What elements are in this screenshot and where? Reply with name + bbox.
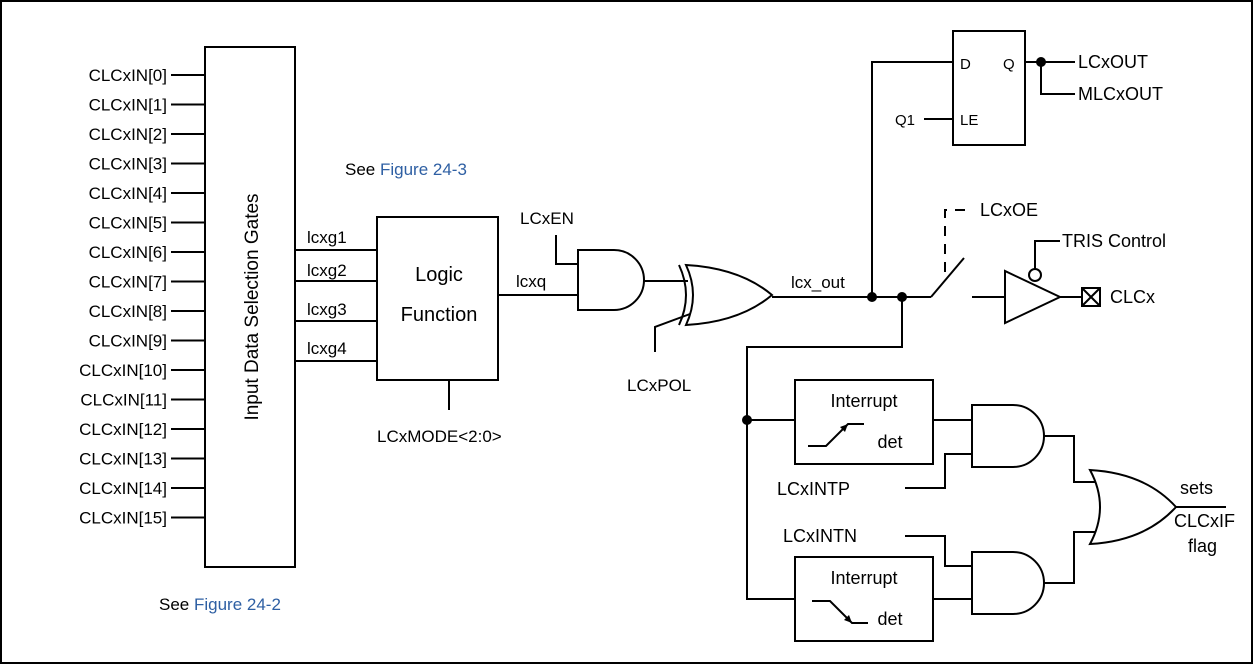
interrupt-branch-wire [746,297,903,600]
see-figure-24-3: See Figure 24-3 [345,160,467,179]
rising-edge-icon [808,423,864,447]
latch-q-label: Q [1003,56,1015,73]
input-label: CLCxIN[3] [89,155,167,174]
input-label: CLCxIN[8] [89,302,167,321]
lcxq-label: lcxq [516,272,546,291]
input-label: CLCxIN[2] [89,125,167,144]
logic-function-block [376,216,499,381]
falling-detector-line2: det [877,609,902,629]
q1-label: Q1 [895,112,915,129]
lcxg2-label: lcxg2 [307,261,347,280]
lcxpol-wire [654,313,691,352]
intp-and-gate [971,404,1045,468]
output-buffer [1004,269,1063,325]
lcxen-wire [555,235,578,265]
lcxintn-label: LCxINTN [783,526,857,546]
tris-inversion-bubble [1028,268,1042,282]
polarity-xor-gate [684,263,774,327]
input-label: CLCxIN[5] [89,214,167,233]
lcxpol-label: LCxPOL [627,376,691,395]
logic-function-line1: Logic [415,264,463,286]
logic-function-line2: Function [401,304,478,326]
lcxg4-label: lcxg4 [307,339,347,358]
input-label: CLCxIN[0] [89,66,167,85]
lcxintp-label: LCxINTP [777,479,850,499]
rising-detector-line2: det [877,432,902,452]
input-selection-block [204,46,296,568]
intp-and-output-wire [1044,435,1100,483]
lcxg3-label: lcxg3 [307,300,347,319]
input-selection-label: Input Data Selection Gates [242,193,263,420]
mlcxout-label: MLCxOUT [1078,84,1163,104]
figure-24-3-link[interactable]: Figure 24-3 [380,160,467,179]
xor-extra-arc [678,264,687,326]
input-label: CLCxIN[4] [89,184,167,203]
rising-edge-detector [794,379,934,465]
input-label: CLCxIN[1] [89,96,167,115]
falling-edge-detector [794,556,934,642]
mlcxout-wire [1040,62,1075,95]
input-label: CLCxIN[10] [79,361,167,380]
lcxen-label: LCxEN [520,209,574,228]
interrupt-or-gate [1088,468,1178,546]
tris-control-label: TRIS Control [1062,231,1166,251]
lcx-out-label: lcx_out [791,273,845,292]
lcxg1-label: lcxg1 [307,228,347,247]
rising-detector-line1: Interrupt [830,391,897,411]
gate-wires [295,249,377,362]
lcxoe-label: LCxOE [980,200,1038,220]
flag-line1: sets [1180,478,1213,498]
lcxintn-wire [905,535,972,567]
input-lines: CLCxIN[0] CLCxIN[1] CLCxIN[2] CLCxIN[3] CLCx… [79,66,205,528]
input-label: CLCxIN[12] [79,420,167,439]
lcxmode-label: LCxMODE<2:0> [377,427,502,446]
lcxoe-control-wire [944,209,972,272]
see-figure-24-2: See Figure 24-2 [159,595,281,614]
latch-d-wire [871,61,953,297]
flag-line3: flag [1188,536,1217,556]
input-label: CLCxIN[6] [89,243,167,262]
clcx-pin-icon [1081,287,1101,307]
output-latch [952,30,1026,146]
lcxout-label: LCxOUT [1078,52,1148,72]
input-label: CLCxIN[14] [79,479,167,498]
flag-line2: CLCxIF [1174,511,1235,531]
intn-and-output-wire [1044,531,1100,584]
clcx-label: CLCx [1110,287,1155,307]
input-label: CLCxIN[13] [79,450,167,469]
latch-d-label: D [960,56,971,73]
latch-le-label: LE [960,112,978,129]
input-label: CLCxIN[7] [89,273,167,292]
figure-24-2-link[interactable]: Figure 24-2 [194,595,281,614]
falling-detector-line1: Interrupt [830,568,897,588]
enable-and-gate [577,249,645,311]
falling-edge-icon [812,600,868,624]
lcxoe-switch [930,257,965,298]
tris-control-wire [1034,240,1060,269]
input-label: CLCxIN[9] [89,332,167,351]
lcxintp-wire [905,453,972,489]
interrupt-branch-junction [742,415,752,425]
input-label: CLCxIN[11] [80,391,167,410]
input-label: CLCxIN[15] [79,509,167,528]
intn-and-gate [971,551,1045,615]
